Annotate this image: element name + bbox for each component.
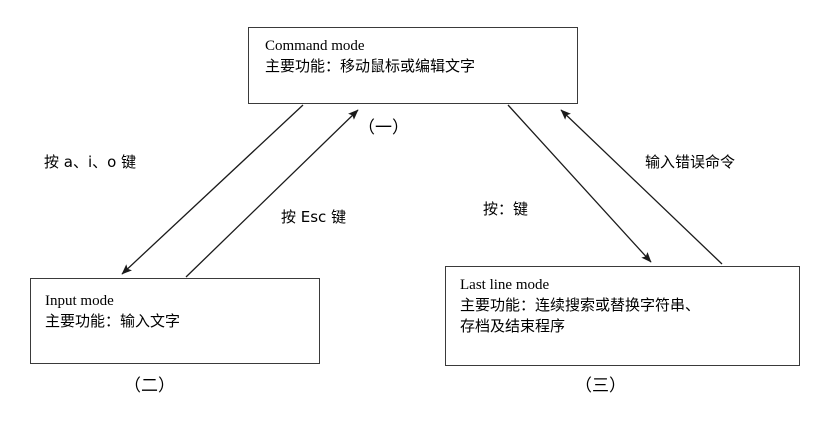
edge-label-lastline-to-command: 输入错误命令: [645, 153, 736, 171]
edge-command-to-input: [121, 104, 304, 275]
node-lastline-index: （三）: [575, 376, 626, 396]
edge-label-command-to-lastline: 按：键: [483, 200, 529, 218]
node-input-index: （二）: [124, 376, 175, 396]
node-command-mode: Command mode 主要功能：移动鼠标或编辑文字: [248, 27, 578, 104]
node-lastline-title: Last line mode: [460, 277, 550, 293]
node-command-index: （一）: [358, 118, 409, 138]
node-lastline-description-line2: 存档及结束程序: [460, 317, 566, 335]
node-input-description: 主要功能：输入文字: [45, 312, 181, 330]
edge-lastline-to-command: [560, 109, 723, 265]
edge-input-to-command: [185, 109, 359, 278]
edge-label-input-to-command: 按 Esc 键: [281, 208, 347, 226]
node-input-mode: Input mode 主要功能：输入文字: [30, 278, 320, 364]
edge-command-to-lastline: [507, 104, 652, 263]
node-command-title: Command mode: [265, 38, 365, 54]
node-lastline-description-line1: 主要功能：连续搜索或替换字符串、: [460, 296, 701, 314]
node-lastline-mode: Last line mode 主要功能：连续搜索或替换字符串、 存档及结束程序: [445, 266, 800, 366]
node-command-description: 主要功能：移动鼠标或编辑文字: [265, 57, 476, 75]
node-input-title: Input mode: [45, 293, 114, 309]
edge-label-command-to-input: 按 a、i、o 键: [44, 153, 137, 171]
